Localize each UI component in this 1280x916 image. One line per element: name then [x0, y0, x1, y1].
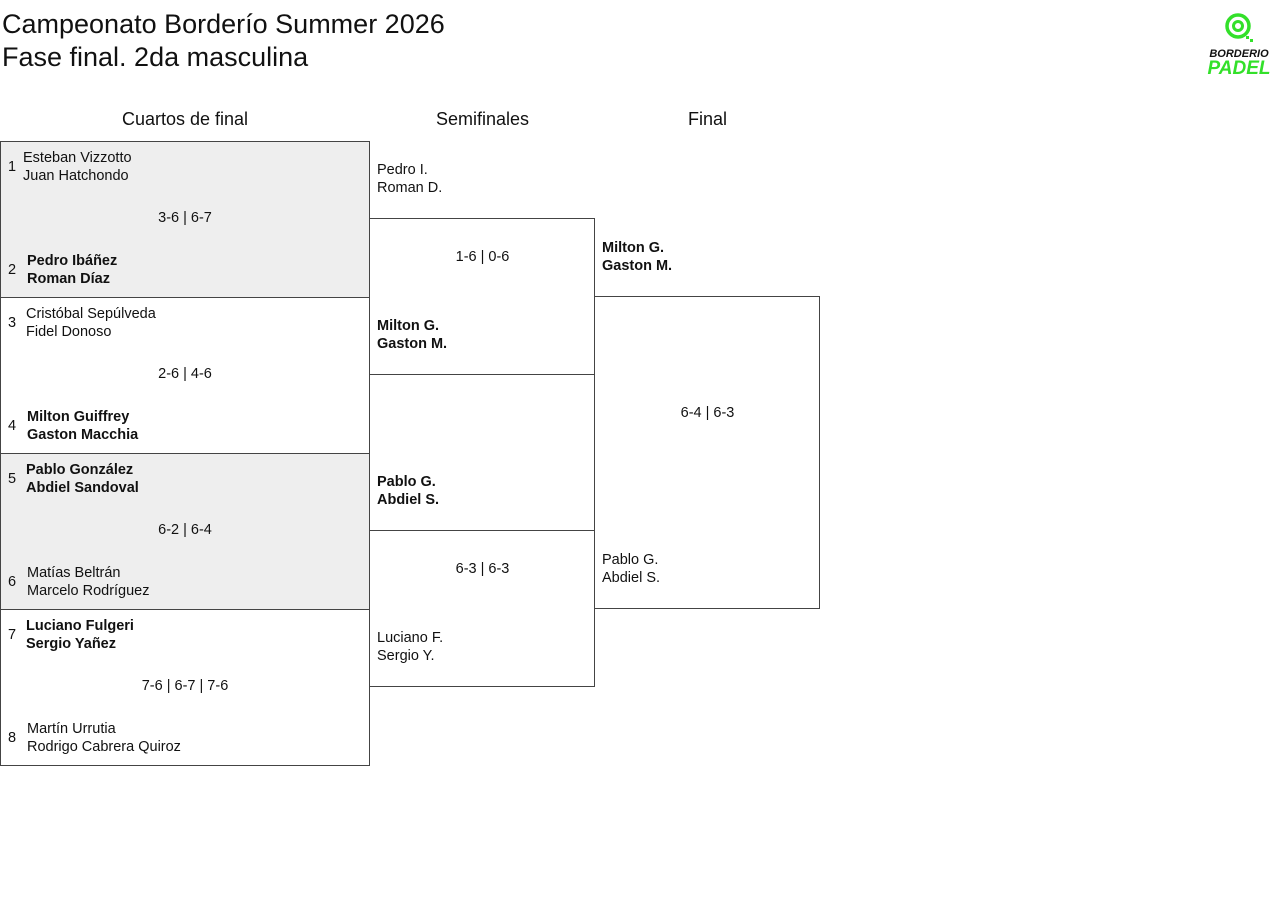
- seed-number: 3: [8, 315, 17, 331]
- match-score: 3-6 | 6-7: [158, 210, 212, 226]
- team-player[interactable]: Gaston Macchia: [27, 427, 139, 443]
- match-score: 1-6 | 0-6: [455, 249, 510, 265]
- match-box-quarterfinal[interactable]: [0, 453, 370, 610]
- team-player[interactable]: Roman D.: [377, 180, 443, 196]
- team-player[interactable]: Gaston M.: [377, 336, 448, 352]
- team-player[interactable]: Gaston M.: [602, 258, 673, 274]
- match-box-quarterfinal[interactable]: [0, 609, 370, 766]
- team-player[interactable]: Milton G.: [377, 318, 440, 334]
- team-player[interactable]: Abdiel Sandoval: [26, 480, 139, 496]
- match-score: 6-3 | 6-3: [455, 561, 510, 577]
- team-player[interactable]: Abdiel S.: [602, 570, 661, 586]
- team-player[interactable]: Sergio Y.: [377, 648, 435, 664]
- match-score: 2-6 | 4-6: [158, 366, 212, 382]
- seed-number: 7: [8, 627, 17, 643]
- team-player[interactable]: Milton G.: [602, 240, 665, 256]
- team-player[interactable]: Abdiel S.: [377, 492, 440, 508]
- padel-ball-icon: [1225, 13, 1253, 42]
- column-header-final: Final: [687, 109, 727, 129]
- team-player[interactable]: Fidel Donoso: [26, 324, 112, 340]
- team-player[interactable]: Marcelo Rodríguez: [27, 583, 150, 599]
- seed-number: 8: [8, 730, 17, 746]
- team-player[interactable]: Pedro I.: [377, 162, 428, 178]
- team-player[interactable]: Sergio Yañez: [26, 636, 116, 652]
- seed-number: 2: [8, 262, 17, 278]
- match-score: 7-6 | 6-7 | 7-6: [141, 678, 229, 694]
- phase-subtitle: Fase final. 2da masculina: [2, 42, 309, 72]
- team-player[interactable]: Pablo G.: [377, 474, 436, 490]
- team-player[interactable]: Luciano Fulgeri: [26, 618, 134, 634]
- team-player[interactable]: Matías Beltrán: [27, 565, 121, 581]
- team-player[interactable]: Rodrigo Cabrera Quiroz: [27, 739, 181, 755]
- match-score: 6-2 | 6-4: [158, 522, 212, 538]
- team-player[interactable]: Cristóbal Sepúlveda: [26, 306, 156, 322]
- borderio-padel-logo: BORDERIO PADEL: [1200, 12, 1278, 78]
- column-header-semifinals: Semifinales: [435, 109, 530, 129]
- match-score: 6-4 | 6-3: [680, 405, 735, 421]
- team-player[interactable]: Pablo González: [26, 462, 134, 478]
- column-header-quarterfinals: Cuartos de final: [121, 109, 249, 129]
- team-player[interactable]: Roman Díaz: [27, 271, 110, 287]
- team-player[interactable]: Pablo G.: [602, 552, 659, 568]
- seed-number: 5: [8, 471, 17, 487]
- page-title: Campeonato Borderío Summer 2026 Fase fin…: [2, 8, 445, 74]
- team-player[interactable]: Esteban Vizzotto: [23, 150, 132, 166]
- team-player[interactable]: Luciano F.: [377, 630, 444, 646]
- match-box-final[interactable]: [594, 296, 820, 609]
- seed-number: 4: [8, 418, 17, 434]
- match-box-quarterfinal[interactable]: [0, 141, 370, 298]
- team-player[interactable]: Martín Urrutia: [27, 721, 116, 737]
- team-player[interactable]: Juan Hatchondo: [23, 168, 129, 184]
- team-player[interactable]: Milton Guiffrey: [27, 409, 130, 425]
- team-player[interactable]: Pedro Ibáñez: [27, 253, 118, 269]
- seed-number: 1: [8, 159, 17, 175]
- seed-number: 6: [8, 574, 17, 590]
- tournament-title: Campeonato Borderío Summer 2026: [2, 9, 445, 39]
